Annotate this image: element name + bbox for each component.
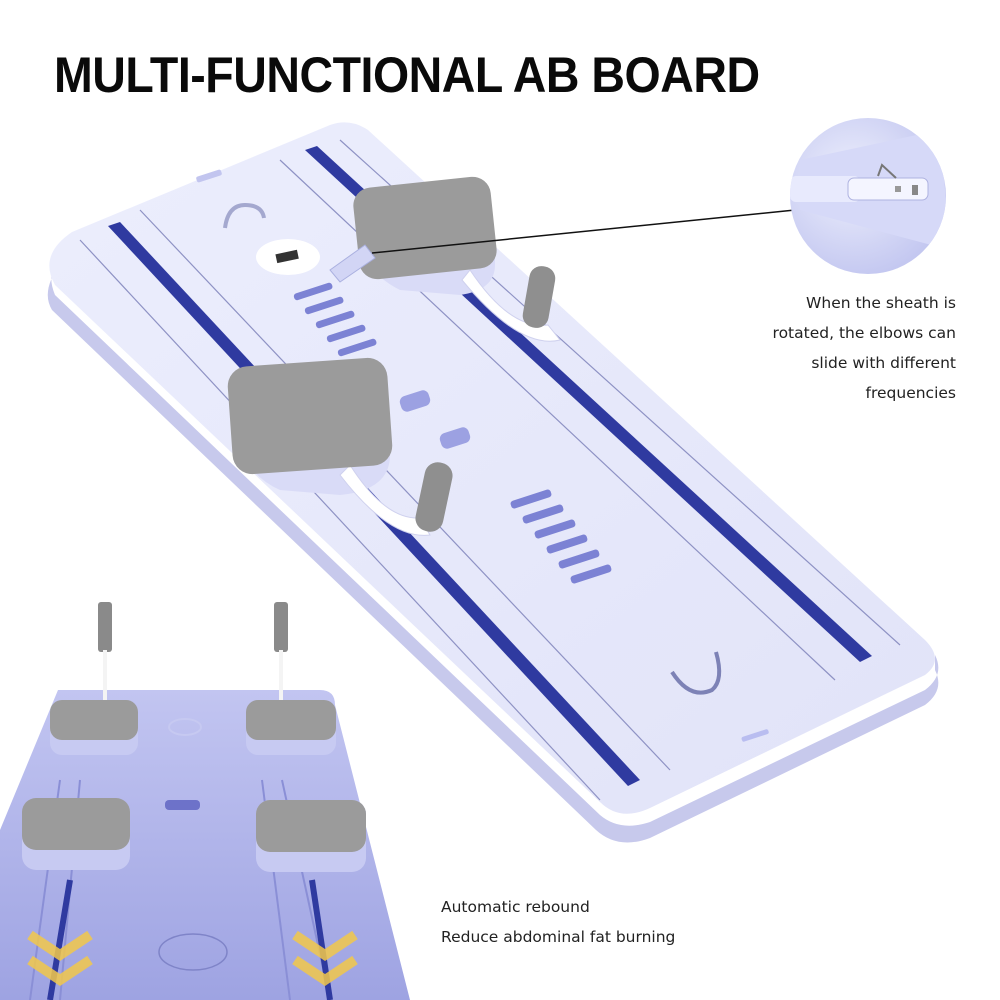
main-board bbox=[47, 122, 939, 843]
feature-line: Automatic rebound bbox=[441, 898, 590, 916]
feature-line: Reduce abdominal fat burning bbox=[441, 928, 676, 946]
callout-line: When the sheath is bbox=[806, 294, 956, 312]
page-title: MULTI-FUNCTIONAL AB BOARD bbox=[54, 47, 760, 103]
callout-line: frequencies bbox=[865, 384, 957, 402]
lower-elbow-pad bbox=[227, 357, 453, 536]
callout-line: rotated, the elbows can bbox=[772, 324, 956, 342]
callout-line: slide with different bbox=[811, 354, 956, 372]
callout-pointer-line bbox=[371, 209, 796, 254]
sheath-callout-text: When the sheath is rotated, the elbows c… bbox=[736, 288, 956, 408]
feature-text: Automatic rebound Reduce abdominal fat b… bbox=[441, 892, 675, 952]
upper-elbow-pad bbox=[329, 176, 561, 342]
sheath-detail-zoom bbox=[790, 118, 946, 274]
inset-board bbox=[0, 602, 410, 1000]
